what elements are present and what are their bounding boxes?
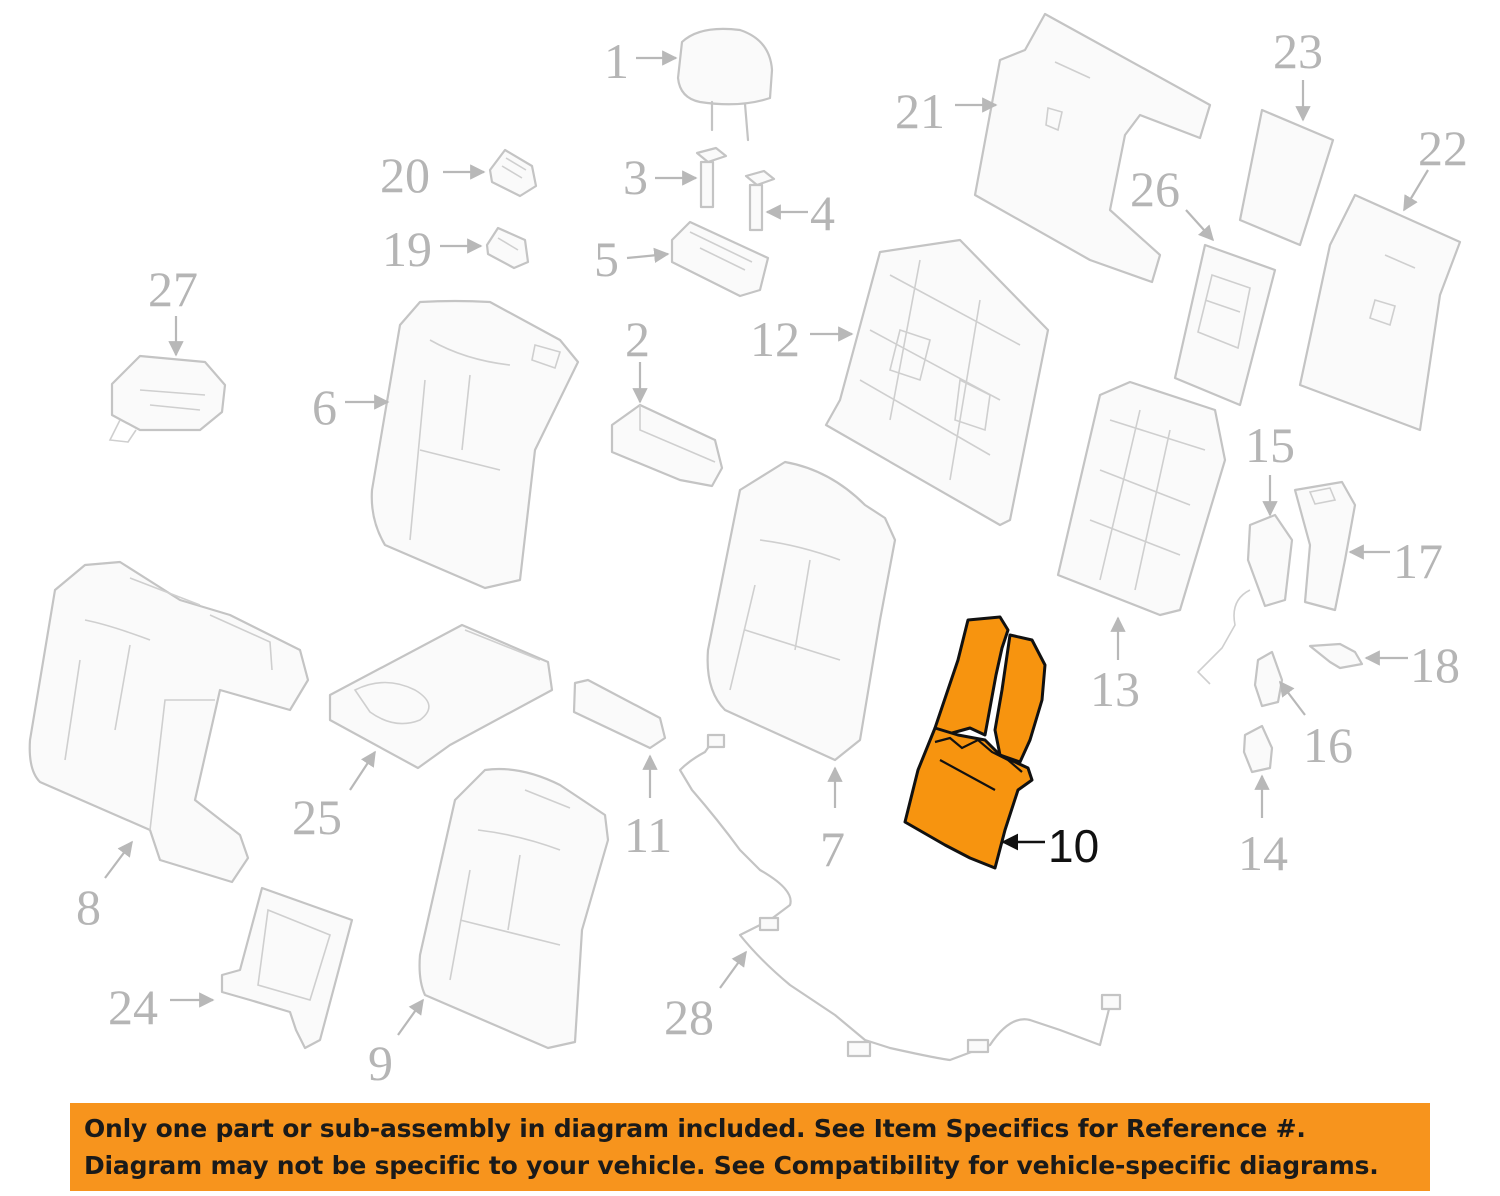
callout-8: 8 (76, 879, 101, 935)
callout-6: 6 (312, 379, 337, 435)
callout-23: 23 (1273, 23, 1323, 79)
callout-10: 10 (1048, 820, 1099, 872)
part-3-guide (695, 146, 728, 209)
part-12-frame (824, 238, 1050, 527)
part-26-bracket (1173, 243, 1277, 407)
part-10-seat-pad (903, 615, 1047, 870)
callout-22: 22 (1418, 120, 1468, 176)
callout-14: 14 (1238, 825, 1288, 881)
part-27-module (108, 354, 227, 443)
disclaimer-banner: Only one part or sub-assembly in diagram… (70, 1103, 1430, 1191)
part-17-cover (1293, 480, 1357, 612)
callout-5: 5 (594, 231, 619, 287)
part-21-panel (973, 12, 1212, 284)
parts-diagram: 1 3 4 5 20 19 27 6 2 12 21 23 22 26 15 1… (28, 12, 1468, 1090)
disclaimer-line-1: Only one part or sub-assembly in diagram… (84, 1114, 1306, 1143)
callout-21: 21 (895, 83, 945, 139)
part-8-seat-assembly (28, 560, 310, 884)
callout-4: 4 (810, 185, 835, 241)
part-22-panel (1298, 193, 1462, 432)
part-14-bracket (1242, 724, 1274, 774)
part-24-bracket (220, 886, 354, 1050)
callout-24: 24 (108, 979, 158, 1035)
part-20-clip (488, 148, 538, 198)
callout-7: 7 (820, 821, 845, 877)
part-5-bracket (670, 220, 770, 298)
callout-16: 16 (1303, 717, 1353, 773)
disclaimer-line-2: Diagram may not be specific to your vehi… (84, 1151, 1379, 1180)
part-18-clip (1308, 642, 1364, 670)
callout-labels: 1 3 4 5 20 19 27 6 2 12 21 23 22 26 15 1… (76, 23, 1468, 1090)
part-19-clip (485, 226, 530, 270)
callout-27: 27 (148, 261, 198, 317)
part-25-armrest (328, 623, 554, 770)
callout-1: 1 (604, 33, 629, 89)
callout-12: 12 (750, 311, 800, 367)
part-7-seatback-cover (706, 460, 897, 762)
part-13-frame (1056, 380, 1227, 617)
part-28-harness (678, 733, 1122, 1062)
part-4-guide (744, 169, 776, 232)
callout-13: 13 (1090, 661, 1140, 717)
part-9-seatback (418, 767, 610, 1050)
part-16-bracket (1253, 650, 1284, 708)
part-2-block (610, 403, 724, 488)
part-15-latch (1196, 513, 1294, 685)
callout-25: 25 (292, 789, 342, 845)
callout-18: 18 (1410, 637, 1460, 693)
callout-11: 11 (624, 807, 672, 863)
callout-3: 3 (623, 149, 648, 205)
callout-arrows (104, 50, 1429, 1036)
callout-20: 20 (380, 147, 430, 203)
callout-19: 19 (382, 221, 432, 277)
part-6-seatback-cover (370, 299, 580, 590)
callout-2: 2 (625, 311, 650, 367)
part-1-headrest (676, 27, 774, 142)
callout-9: 9 (368, 1035, 393, 1090)
callout-26: 26 (1130, 161, 1180, 217)
callout-15: 15 (1245, 417, 1295, 473)
part-23-pad (1238, 108, 1335, 247)
part-11-trim (572, 678, 667, 750)
callout-17: 17 (1393, 533, 1443, 589)
callout-28: 28 (664, 989, 714, 1045)
